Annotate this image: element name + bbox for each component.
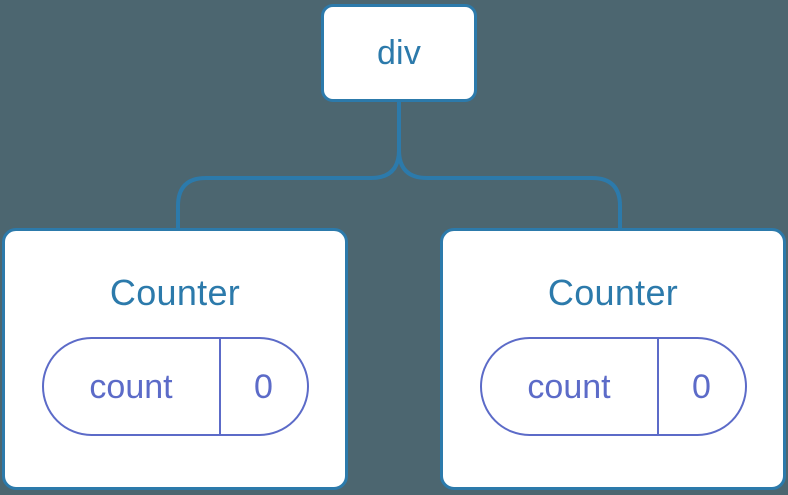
state-value-right: 0: [692, 367, 711, 406]
node-counter-right-label: Counter: [547, 272, 679, 313]
connector-root-to-left-counter: [176, 102, 401, 230]
state-pill-right[interactable]: count 0: [479, 337, 747, 436]
node-div[interactable]: div: [321, 4, 477, 102]
state-key-right: count: [482, 339, 659, 434]
state-pill-left[interactable]: count 0: [41, 337, 309, 436]
node-div-label: div: [376, 34, 422, 72]
connector-root-to-right-counter: [397, 102, 622, 230]
state-key-left: count: [44, 339, 221, 434]
node-counter-left[interactable]: Counter count 0: [2, 228, 348, 490]
state-value-left: 0: [254, 367, 273, 406]
node-counter-left-label: Counter: [109, 272, 241, 313]
node-counter-right[interactable]: Counter count 0: [440, 228, 786, 490]
